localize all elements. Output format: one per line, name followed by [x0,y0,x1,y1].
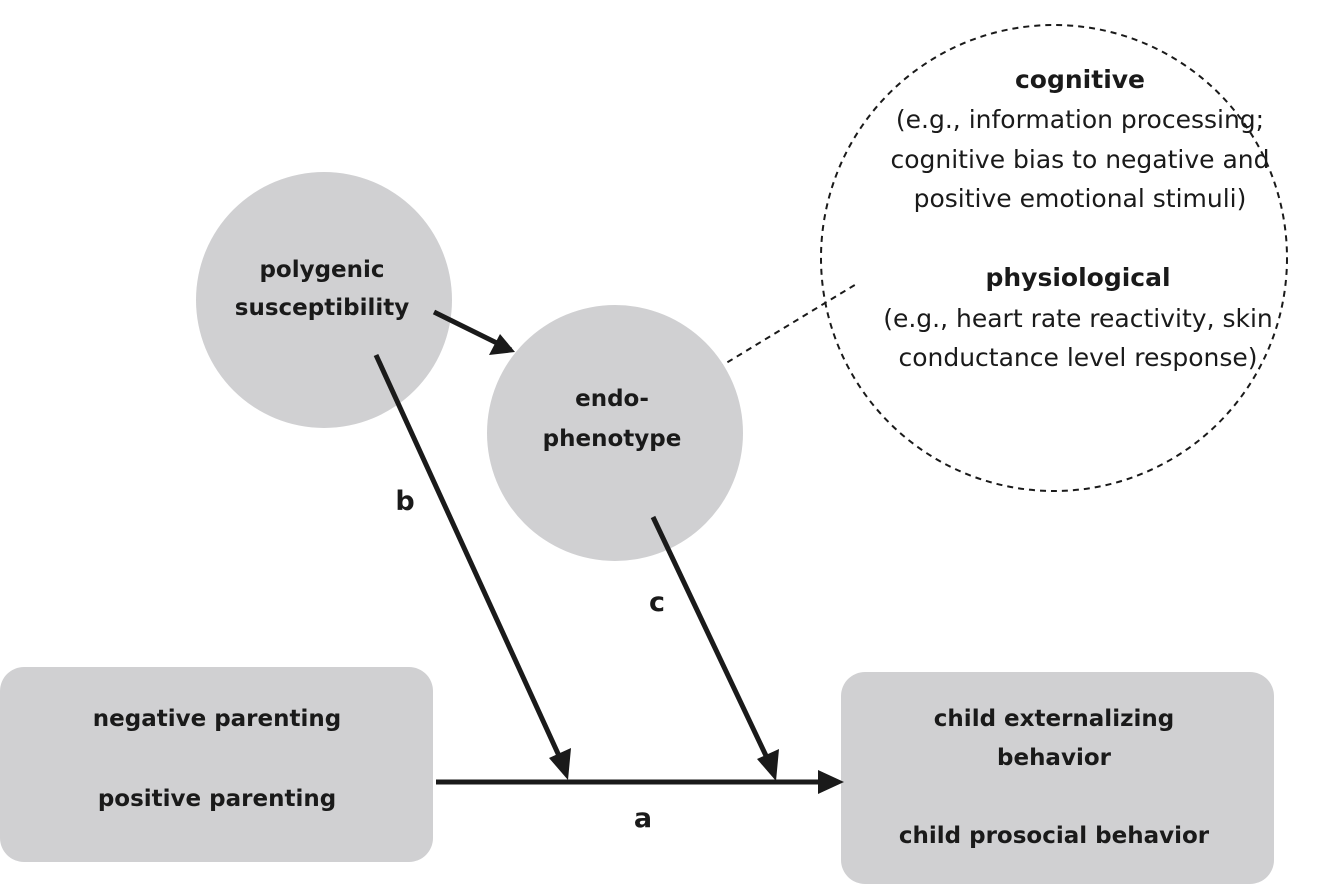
polygenic-label-line1: polygenic [259,257,384,283]
cognitive-line1: (e.g., information processing; [896,105,1264,134]
parenting-label-line2: positive parenting [98,786,336,812]
parenting-label-line1: negative parenting [93,706,341,732]
cognitive-title: cognitive [1015,65,1145,94]
endophenotype-node [487,305,743,561]
child-label-line1: child externalizing [934,706,1174,732]
endophenotype-label-line2: phenotype [543,426,682,452]
parenting-node [0,667,433,862]
path-b-arrowhead [549,748,571,780]
cognitive-line2: cognitive bias to negative and [890,145,1269,174]
polygenic-label-line2: susceptibility [235,295,409,321]
detail-connector-line [717,282,859,369]
path-c-arrowhead [757,749,779,781]
path-c-label: c [649,587,665,618]
child-label-line3: child prosocial behavior [899,823,1210,849]
endophenotype-label-line1: endo- [575,386,649,412]
path-a-label: a [634,803,652,834]
arrowhead-polygenic-to-endophenotype [489,334,515,355]
path-c-line [650,515,771,762]
polygenic-susceptibility-node [196,172,452,428]
child-label-line2: behavior [997,745,1112,771]
physiological-line2: conductance level response) [898,343,1257,372]
child-behavior-node [841,672,1274,884]
path-b-label: b [395,486,414,517]
physiological-line1: (e.g., heart rate reactivity, skin [883,304,1273,333]
cognitive-line3: positive emotional stimuli) [914,184,1247,213]
path-a-arrowhead [818,770,844,794]
physiological-title: physiological [985,263,1170,292]
endophenotype-detail-circle [820,24,1288,492]
path-b-line [373,353,563,760]
